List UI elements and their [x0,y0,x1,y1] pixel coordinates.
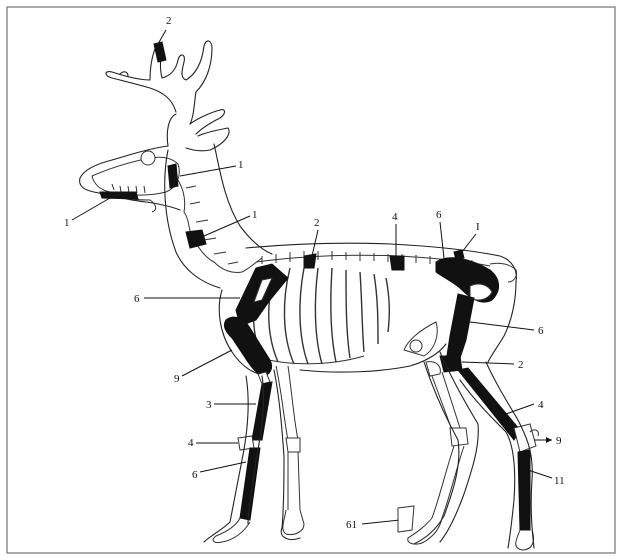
skull-back-mark [168,164,178,188]
femur-mark [446,294,474,364]
label-femur: 6 [538,325,544,337]
lumbar-spine-mark [390,256,404,270]
jaw-bone-mark [100,192,138,199]
label-hoof: 61 [346,519,357,531]
label-hind-cannon-lower: 11 [554,475,565,487]
label-scapula: 6 [134,293,140,305]
label-jaw: 1 [64,217,70,229]
radius-mark [252,382,272,440]
label-carpal: 4 [188,437,194,449]
hindleg-near [440,294,538,550]
label-fore-cannon: 6 [192,469,198,481]
label-thoracic: 2 [314,217,320,229]
thoracic-spine-mark [304,254,316,268]
antler-tine-mark [154,42,166,62]
label-tail: I [476,221,480,233]
label-humerus: 9 [174,373,180,385]
foreleg-far [274,366,304,540]
hoof-marker [398,506,414,532]
label-radius: 3 [206,399,212,411]
label-tibia-top: 2 [518,359,524,371]
hind-cannon-mark [518,450,530,530]
label-lumbar: 4 [392,211,398,223]
foreleg-near [204,264,288,543]
label-hock: 9 [556,435,562,447]
label-neck-vertebra: 1 [252,209,258,221]
humerus-mark [224,317,271,376]
label-pelvis: 6 [436,209,442,221]
label-skull-back: 1 [238,159,244,171]
hind-tibia-mark [458,368,520,440]
fore-cannon-mark [240,448,260,520]
neck-vertebra-mark [186,230,206,248]
head [80,114,229,212]
label-antler: 2 [166,15,172,27]
label-hind-cannon-upper: 4 [538,399,544,411]
